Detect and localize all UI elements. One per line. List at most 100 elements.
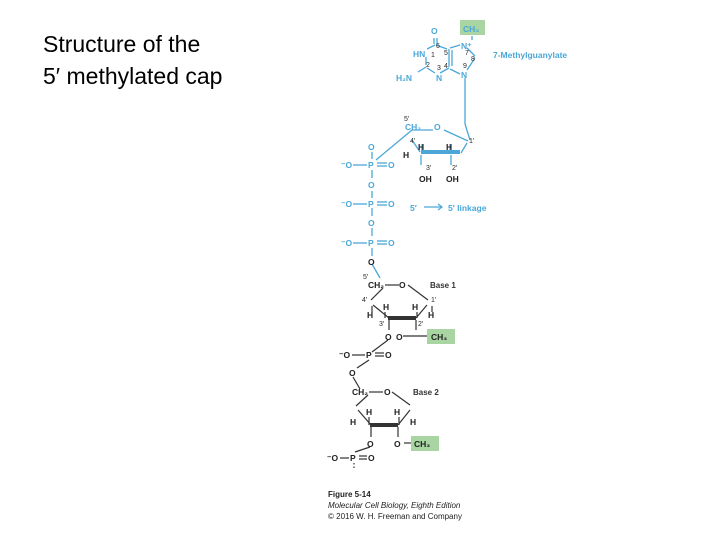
nuc2-ch3: CH₃ <box>414 439 430 449</box>
cap-h-left: H <box>403 150 409 160</box>
guanine-o: O <box>431 26 438 36</box>
phosphate-mid-right: O <box>385 350 392 360</box>
cap-1prime: 1′ <box>469 138 475 145</box>
phosphate-mid-bonds <box>352 352 384 390</box>
nuc1-ch3: CH₃ <box>431 332 447 342</box>
phosphate-bottom-atoms: ⁻O P O <box>327 453 375 463</box>
caption-book: Molecular Cell Biology, Eighth Edition <box>328 501 461 510</box>
guanine-n3: N <box>436 73 442 83</box>
guanine-ch3: CH₃ <box>463 24 479 34</box>
phosphate-link-o-3: O <box>368 257 375 267</box>
nuc1-o-3: O <box>385 332 392 342</box>
guanine-num-7: 7 <box>465 50 469 57</box>
cap-oh-3: OH <box>419 174 432 184</box>
cap-ring-o: O <box>434 122 441 132</box>
cap-5prime: 5′ <box>404 116 410 123</box>
cap-sugar-bonds <box>399 129 469 165</box>
title-line-1: Structure of the <box>43 31 201 57</box>
phosphate-1: P <box>368 160 374 170</box>
nuc1-ch2: CH₂ <box>368 280 384 290</box>
caption-figure-number: Figure 5-14 <box>328 490 371 499</box>
slide-title: Structure of the 5′ methylated cap <box>43 28 222 92</box>
nucleotide-1-bonds <box>370 284 433 353</box>
cap-4prime: 4′ <box>410 138 416 145</box>
guanine-num-6: 6 <box>436 43 440 50</box>
nucleotide-1-atoms: 5′ CH₂ O Base 1 4′ 1′ H H H H 3′ 2′ O O … <box>362 274 456 342</box>
guanine-n9: N <box>461 70 467 80</box>
cap-2prime: 2′ <box>452 165 458 172</box>
linkage-5prime: 5′ <box>410 203 417 213</box>
cap-sugar-atoms: 5′ CH₂ O 4′ 1′ H H H 3′ 2′ OH OH <box>403 116 475 184</box>
methyl-highlight-1 <box>427 329 455 344</box>
guanylate-label: 7-Methylguanylate <box>493 50 567 60</box>
phosphate-mid-atoms: ⁻O P O O <box>339 350 392 378</box>
phosphate-link-o-2: O <box>368 218 375 228</box>
phosphate-2-left: ⁻O <box>341 199 352 209</box>
base-1-label: Base 1 <box>430 281 456 290</box>
phosphate-2: P <box>368 199 374 209</box>
title-line-2: 5′ methylated cap <box>43 63 223 89</box>
phosphate-2-right: O <box>388 199 395 209</box>
base-2-label: Base 2 <box>413 388 439 397</box>
phosphate-bottom: P <box>350 453 356 463</box>
nuc2-o-3: O <box>367 439 374 449</box>
guanine-h2n: H₂N <box>396 73 412 83</box>
phosphate-link-o-1: O <box>368 180 375 190</box>
guanine-ring <box>417 36 476 141</box>
phosphate-3-right: O <box>388 238 395 248</box>
guanine-hn: HN <box>413 49 425 59</box>
cap-oh-2: OH <box>446 174 459 184</box>
phosphate-3-left: ⁻O <box>341 238 352 248</box>
nuc1-h-2: H <box>412 302 418 312</box>
nucleotide-2-bonds <box>354 391 411 453</box>
nuc1-ring-o: O <box>399 280 406 290</box>
linkage-arrow <box>424 203 443 211</box>
phosphate-bottom-left: ⁻O <box>327 453 338 463</box>
figure-caption: Figure 5-14 Molecular Cell Biology, Eigh… <box>328 490 462 521</box>
phosphate-bottom-right: O <box>368 453 375 463</box>
guanine-num-8: 8 <box>471 56 475 63</box>
nuc2-ring-o: O <box>384 387 391 397</box>
nuc1-2prime: 2′ <box>418 321 424 328</box>
nuc2-o-2: O <box>394 439 401 449</box>
guanine-num-5: 5 <box>444 50 448 57</box>
nuc1-5prime: 5′ <box>363 274 369 281</box>
phosphate-mid-link-o: O <box>349 368 356 378</box>
guanine-n-plus: N⁺ <box>461 41 472 51</box>
nuc1-3prime: 3′ <box>379 321 385 328</box>
caption-copyright: © 2016 W. H. Freeman and Company <box>328 512 462 521</box>
methyl-highlight-2 <box>411 436 439 451</box>
phosphate-1-right: O <box>388 160 395 170</box>
guanine-num-2: 2 <box>426 62 430 69</box>
nuc1-h-4: H <box>367 310 373 320</box>
guanine-num-3: 3 <box>437 65 441 72</box>
phosphate-3: P <box>368 238 374 248</box>
triphosphate-o-top: O <box>368 142 375 152</box>
nuc1-1prime: 1′ <box>431 297 437 304</box>
phosphate-mid-left: ⁻O <box>339 350 350 360</box>
cap-h-mid-2: H <box>446 142 452 152</box>
nuc2-h-3: H <box>366 407 372 417</box>
nuc2-ch2: CH₂ <box>352 387 368 397</box>
nuc1-h-1: H <box>428 310 434 320</box>
triphosphate-bonds <box>353 139 401 279</box>
methyl-highlight-guanine <box>460 20 485 35</box>
nuc2-h-1: H <box>410 417 416 427</box>
cap-ch2: CH₂ <box>405 122 421 132</box>
nuc2-h-4: H <box>350 417 356 427</box>
phosphate-1-left: ⁻O <box>341 160 352 170</box>
linkage-label: 5′ linkage <box>448 203 487 213</box>
guanine-num-1: 1 <box>431 52 435 59</box>
guanine-atoms: O HN H₂N N CH₃ N⁺ N 1 2 3 4 5 6 7 8 9 7-… <box>396 24 567 83</box>
nuc1-4prime: 4′ <box>362 297 368 304</box>
guanine-num-4: 4 <box>444 63 448 70</box>
nuc1-h-3: H <box>383 302 389 312</box>
nucleotide-2-atoms: CH₂ O Base 2 H H H H O O CH₃ <box>350 387 439 449</box>
cap-h-mid-1: H <box>418 142 424 152</box>
triphosphate-atoms: O ⁻O P O O ⁻O P O O ⁻O P O O 5′ 5′ linka… <box>341 142 487 267</box>
phosphate-bottom-bonds <box>340 455 367 470</box>
guanine-num-9: 9 <box>463 63 467 70</box>
cap-3prime: 3′ <box>426 165 432 172</box>
phosphate-mid: P <box>366 350 372 360</box>
